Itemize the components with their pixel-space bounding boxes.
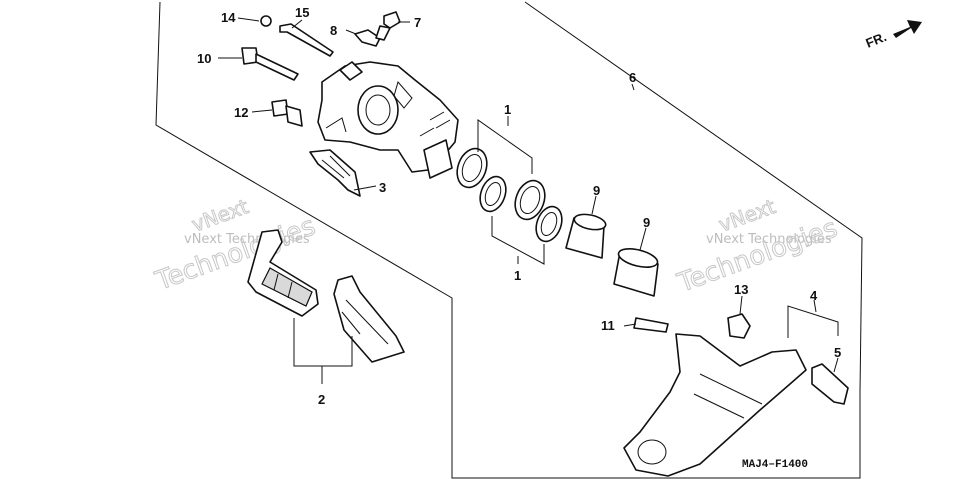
pad-spring [309,149,361,197]
piston-seals [456,147,563,243]
pin-bolt-10 [241,47,299,81]
pin-15 [279,23,334,57]
watermark-right: vNext Technologies Technologies vNext [673,194,842,300]
callout-4: 4 [810,288,818,303]
svg-text:FR.: FR. [864,29,889,51]
callout-1-upper: 1 [504,102,511,117]
callout-9-lower: 9 [643,215,650,230]
brake-pad-inner [247,229,319,317]
callout-6: 6 [629,70,636,85]
bolt-12 [271,99,303,127]
bleeder-valve-7 [375,11,401,41]
leader-lines [218,17,839,384]
bolt-11 [633,317,669,333]
svg-text:vNext: vNext [716,194,779,237]
piston-upper [565,213,607,259]
retainer-13 [727,313,751,339]
callout-1-lower: 1 [514,268,521,283]
callout-8: 8 [330,23,337,38]
callout-2: 2 [318,392,325,407]
piston-lower [613,248,659,297]
callout-12: 12 [234,105,248,120]
caliper-body [317,61,459,179]
callout-13: 13 [734,282,748,297]
callout-10: 10 [197,51,211,66]
callout-3: 3 [379,180,386,195]
callout-14: 14 [221,10,236,25]
callout-9-upper: 9 [593,183,600,198]
callout-7: 7 [414,15,421,30]
svg-text:vNext: vNext [189,194,252,237]
front-direction-arrow: FR. [864,20,922,51]
bleeder-cap-8 [354,29,381,47]
svg-text:vNext Technologies: vNext Technologies [706,232,832,247]
brake-pad-outer [333,275,405,363]
pad-retainer-5 [811,363,849,405]
assembly-boundary [155,1,863,479]
svg-text:Technologies: Technologies [673,213,841,299]
diagram-code: MAJ4–F1400 [742,459,808,471]
bolt-14 [260,15,272,27]
callout-15: 15 [295,5,309,20]
callout-11: 11 [601,318,615,333]
caliper-bracket [623,333,807,477]
callout-5: 5 [834,345,841,360]
